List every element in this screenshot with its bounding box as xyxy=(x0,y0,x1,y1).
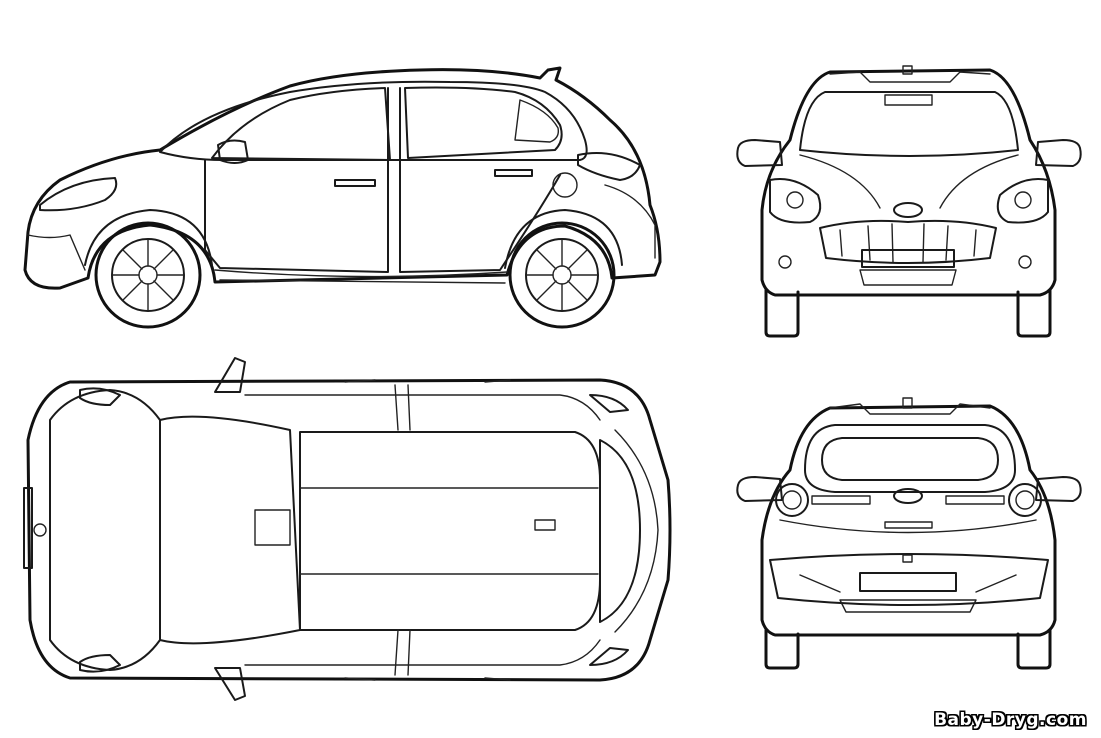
top-right-glass xyxy=(244,639,601,666)
side-quarter-glass xyxy=(514,99,560,143)
top-rear-spoiler xyxy=(614,429,659,633)
rear-light-bar-left xyxy=(811,495,871,505)
top-left-taillight xyxy=(589,394,629,413)
top-view-car xyxy=(23,357,672,701)
rear-window-outer xyxy=(804,424,1016,493)
front-left-headlight xyxy=(769,178,822,224)
top-left-mirror xyxy=(214,357,246,393)
side-sill-line-2 xyxy=(219,279,506,284)
top-front-plate xyxy=(23,487,33,569)
side-front-handle xyxy=(334,179,376,187)
side-front-window xyxy=(211,87,391,161)
side-front-arch xyxy=(84,209,213,266)
site-watermark: Baby-Dryg.com xyxy=(934,710,1087,730)
front-right-mirror xyxy=(1035,139,1082,167)
rear-lower-trim xyxy=(839,599,977,613)
side-view-car xyxy=(23,66,662,329)
front-hood-crease-left xyxy=(799,154,881,209)
rear-bumper xyxy=(769,553,1049,606)
front-lower-intake xyxy=(859,269,957,286)
top-antenna-mount xyxy=(254,509,291,546)
side-front-bumper xyxy=(27,234,86,271)
side-taillight xyxy=(577,152,641,181)
rear-antenna xyxy=(902,397,913,409)
top-right-taillight xyxy=(589,647,629,666)
rear-license-plate xyxy=(859,572,957,592)
side-window-frame xyxy=(159,80,588,161)
rear-hatch-handle xyxy=(884,521,933,529)
top-body-outline xyxy=(26,378,672,682)
side-rear-window xyxy=(404,86,563,159)
side-rear-door xyxy=(399,87,561,273)
side-rear-handle xyxy=(494,169,533,177)
front-hood-crease-right xyxy=(939,154,1019,209)
rear-badge xyxy=(893,488,923,504)
front-body-outline xyxy=(760,68,1057,297)
top-roof xyxy=(299,431,601,631)
front-badge xyxy=(893,202,923,218)
front-right-foglight xyxy=(1018,255,1032,269)
top-right-headlight xyxy=(79,654,121,673)
top-roof-rail-right xyxy=(344,677,511,681)
top-left-glass xyxy=(244,394,601,421)
front-roof-rail xyxy=(829,71,991,83)
rear-window-inner xyxy=(821,437,999,481)
rear-hatch-line xyxy=(779,519,1037,534)
rear-view-car xyxy=(736,397,1082,670)
rear-body-outline xyxy=(760,404,1057,637)
front-mirror-box xyxy=(884,94,933,106)
rear-right-tire xyxy=(1016,628,1052,670)
side-front-wheel xyxy=(94,221,202,329)
rear-light-bar-right xyxy=(945,495,1005,505)
side-rear-bumper xyxy=(604,184,656,259)
top-left-door-line xyxy=(394,384,411,431)
front-grille-bars xyxy=(839,223,977,263)
side-front-door xyxy=(204,87,389,273)
top-shark-fin xyxy=(534,519,556,531)
front-right-headlight xyxy=(996,178,1049,224)
top-front-emblem xyxy=(33,523,47,537)
front-license-plate xyxy=(861,249,955,268)
rear-camera xyxy=(902,554,913,563)
rear-left-taillight xyxy=(775,483,809,517)
rear-roof-rail xyxy=(829,403,991,415)
rear-left-tire xyxy=(764,628,800,670)
front-right-tire xyxy=(1016,288,1052,338)
top-right-door-line xyxy=(394,629,411,676)
side-rear-wheel xyxy=(508,221,616,329)
top-windshield xyxy=(159,415,301,645)
rear-right-taillight xyxy=(1008,483,1042,517)
side-fuel-cap xyxy=(552,172,578,198)
front-grille xyxy=(819,219,997,264)
side-headlight xyxy=(39,177,118,212)
top-roof-rail-left xyxy=(344,379,511,383)
side-body-outline xyxy=(23,66,662,290)
rear-diffuser xyxy=(799,574,1017,593)
front-windshield xyxy=(799,91,1019,157)
top-rear-window xyxy=(599,439,641,623)
front-left-mirror xyxy=(736,139,783,167)
side-mirror xyxy=(217,139,249,164)
front-left-tire xyxy=(764,288,800,338)
top-left-headlight xyxy=(79,387,121,406)
front-view-car xyxy=(736,65,1082,338)
front-left-foglight xyxy=(778,255,792,269)
front-roof-antenna xyxy=(902,65,913,75)
top-right-mirror xyxy=(214,667,246,701)
side-sill-line xyxy=(214,269,508,278)
side-rear-arch xyxy=(504,209,623,269)
top-hood xyxy=(49,389,161,671)
